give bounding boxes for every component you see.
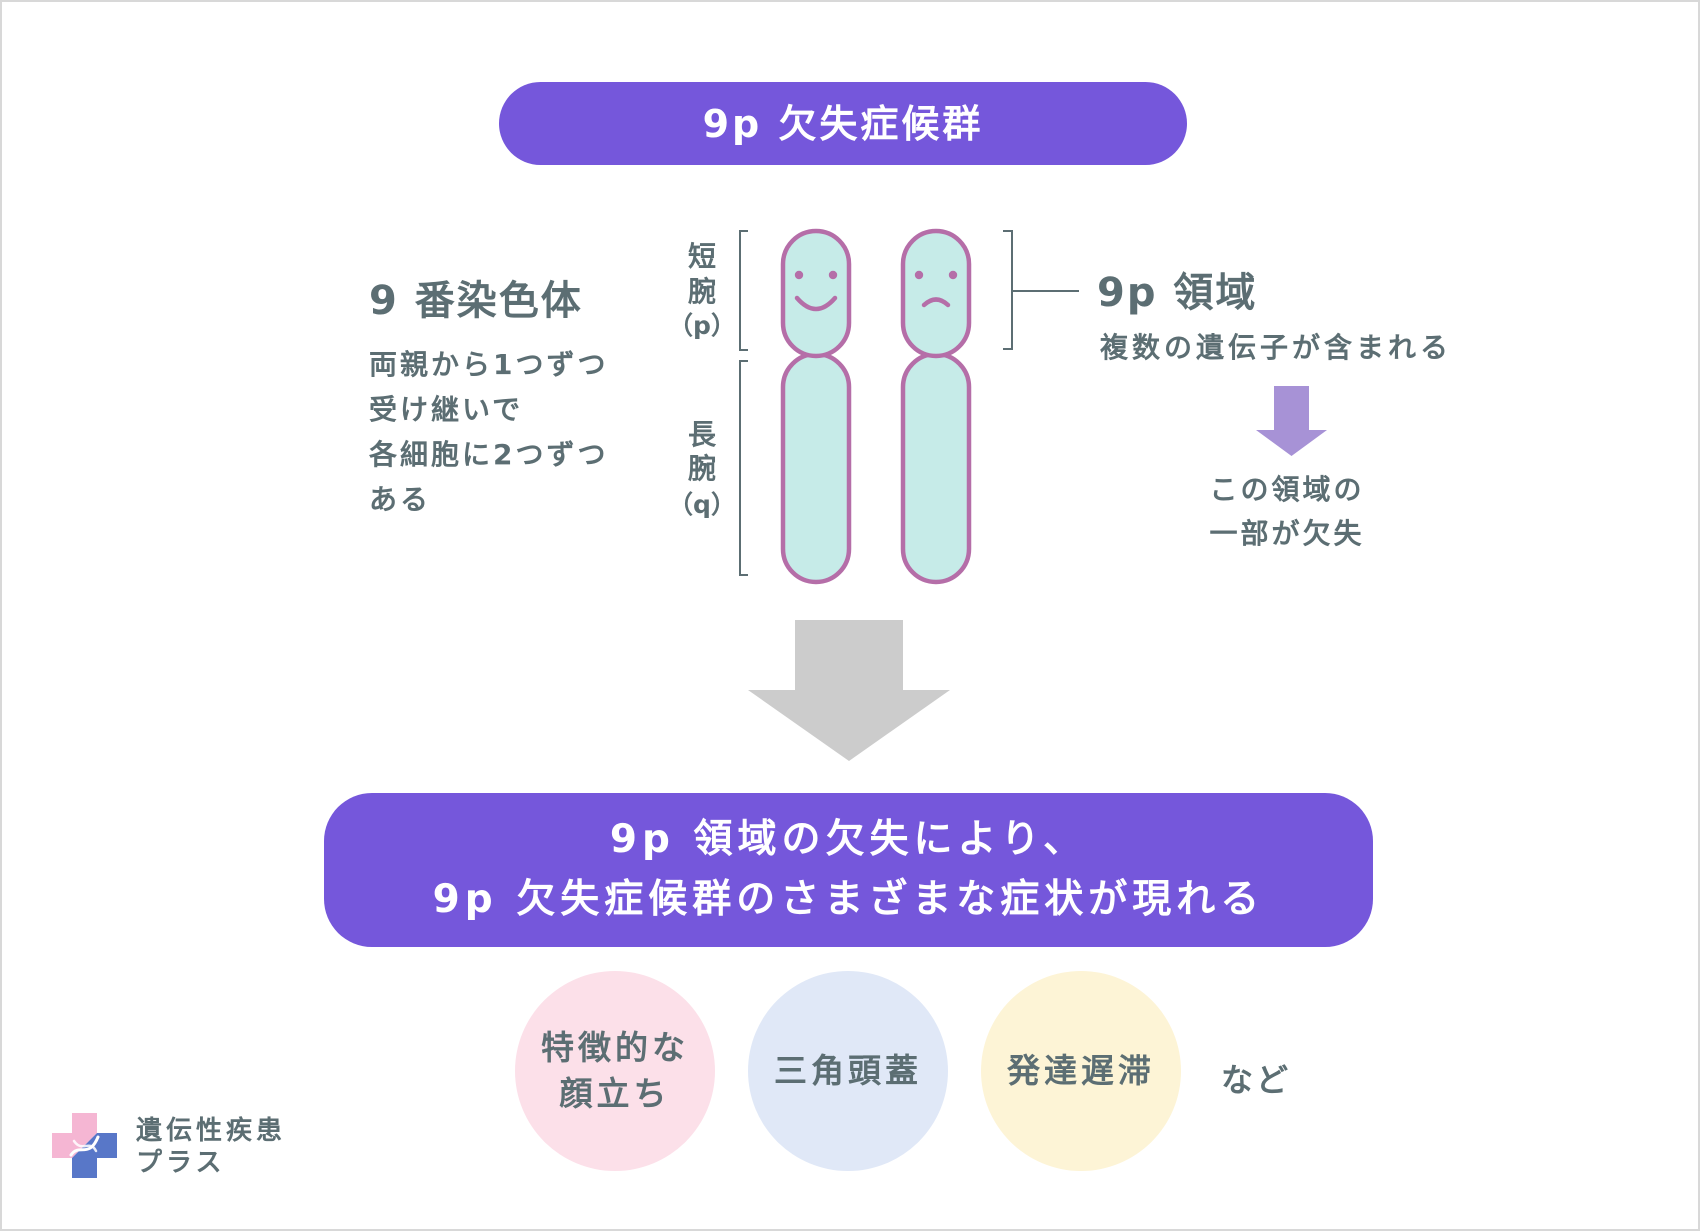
down-arrow-icon (1256, 386, 1327, 456)
large-down-arrow-icon (748, 620, 950, 761)
symptom-facial-features: 特徴的な 顔立ち (515, 971, 715, 1171)
long-arm-bracket (739, 360, 748, 576)
long-arm-q (900, 351, 972, 585)
page-title: 9p 欠失症候群 (702, 101, 984, 146)
region-bracket (1003, 230, 1013, 350)
symptom-label: 特徴的な (541, 1028, 689, 1067)
chromosome-heading: 9 番染色体 (369, 278, 583, 324)
deletion-note-line: この領域の (1209, 473, 1365, 506)
region-description: 複数の遺伝子が含まれる (1100, 331, 1453, 364)
smiling-face-icon (794, 270, 838, 312)
chromosome-description-line: 受け継いで (369, 393, 524, 426)
chromosome-description-line: 各細胞に2つずつ (369, 438, 609, 471)
short-arm-p (780, 228, 852, 359)
chromosome-description-line: ある (369, 483, 432, 516)
long-arm-label: 長 (687, 418, 716, 451)
chromosome-1 (780, 228, 852, 585)
medical-cross-dna-icon (52, 1113, 117, 1178)
short-arm-label: 短 (687, 240, 716, 273)
short-arm-label: 腕 (687, 275, 716, 308)
symptom-trigonocephaly: 三角頭蓋 (748, 971, 948, 1171)
result-line: 9p 領域の欠失により、 (609, 817, 1088, 862)
long-arm-q (780, 351, 852, 585)
chromosome-2 (900, 228, 972, 585)
symptom-label: 三角頭蓋 (774, 1051, 922, 1090)
logo-text: プラス (136, 1148, 226, 1178)
long-arm-label: （q） (668, 490, 736, 519)
short-arm-p (900, 228, 972, 359)
deletion-note-line: 一部が欠失 (1209, 517, 1365, 550)
result-line: 9p 欠失症候群のさまざまな症状が現れる (432, 877, 1265, 922)
short-arm-bracket (739, 230, 748, 351)
chromosome-description-line: 両親から1つずつ (369, 348, 609, 381)
short-arm-label: （p） (668, 311, 736, 340)
symptom-developmental-delay: 発達遅滞 (981, 971, 1181, 1171)
etc-label: など (1221, 1061, 1292, 1099)
title-banner: 9p 欠失症候群 (499, 82, 1187, 165)
long-arm-label: 腕 (687, 452, 716, 485)
region-heading: 9p 領域 (1097, 270, 1258, 316)
symptom-label: 発達遅滞 (1007, 1051, 1155, 1090)
logo-text: 遺伝性疾患 (136, 1116, 287, 1146)
result-banner (324, 793, 1373, 947)
symptom-label: 顔立ち (559, 1074, 671, 1113)
sad-face-icon (914, 270, 958, 308)
